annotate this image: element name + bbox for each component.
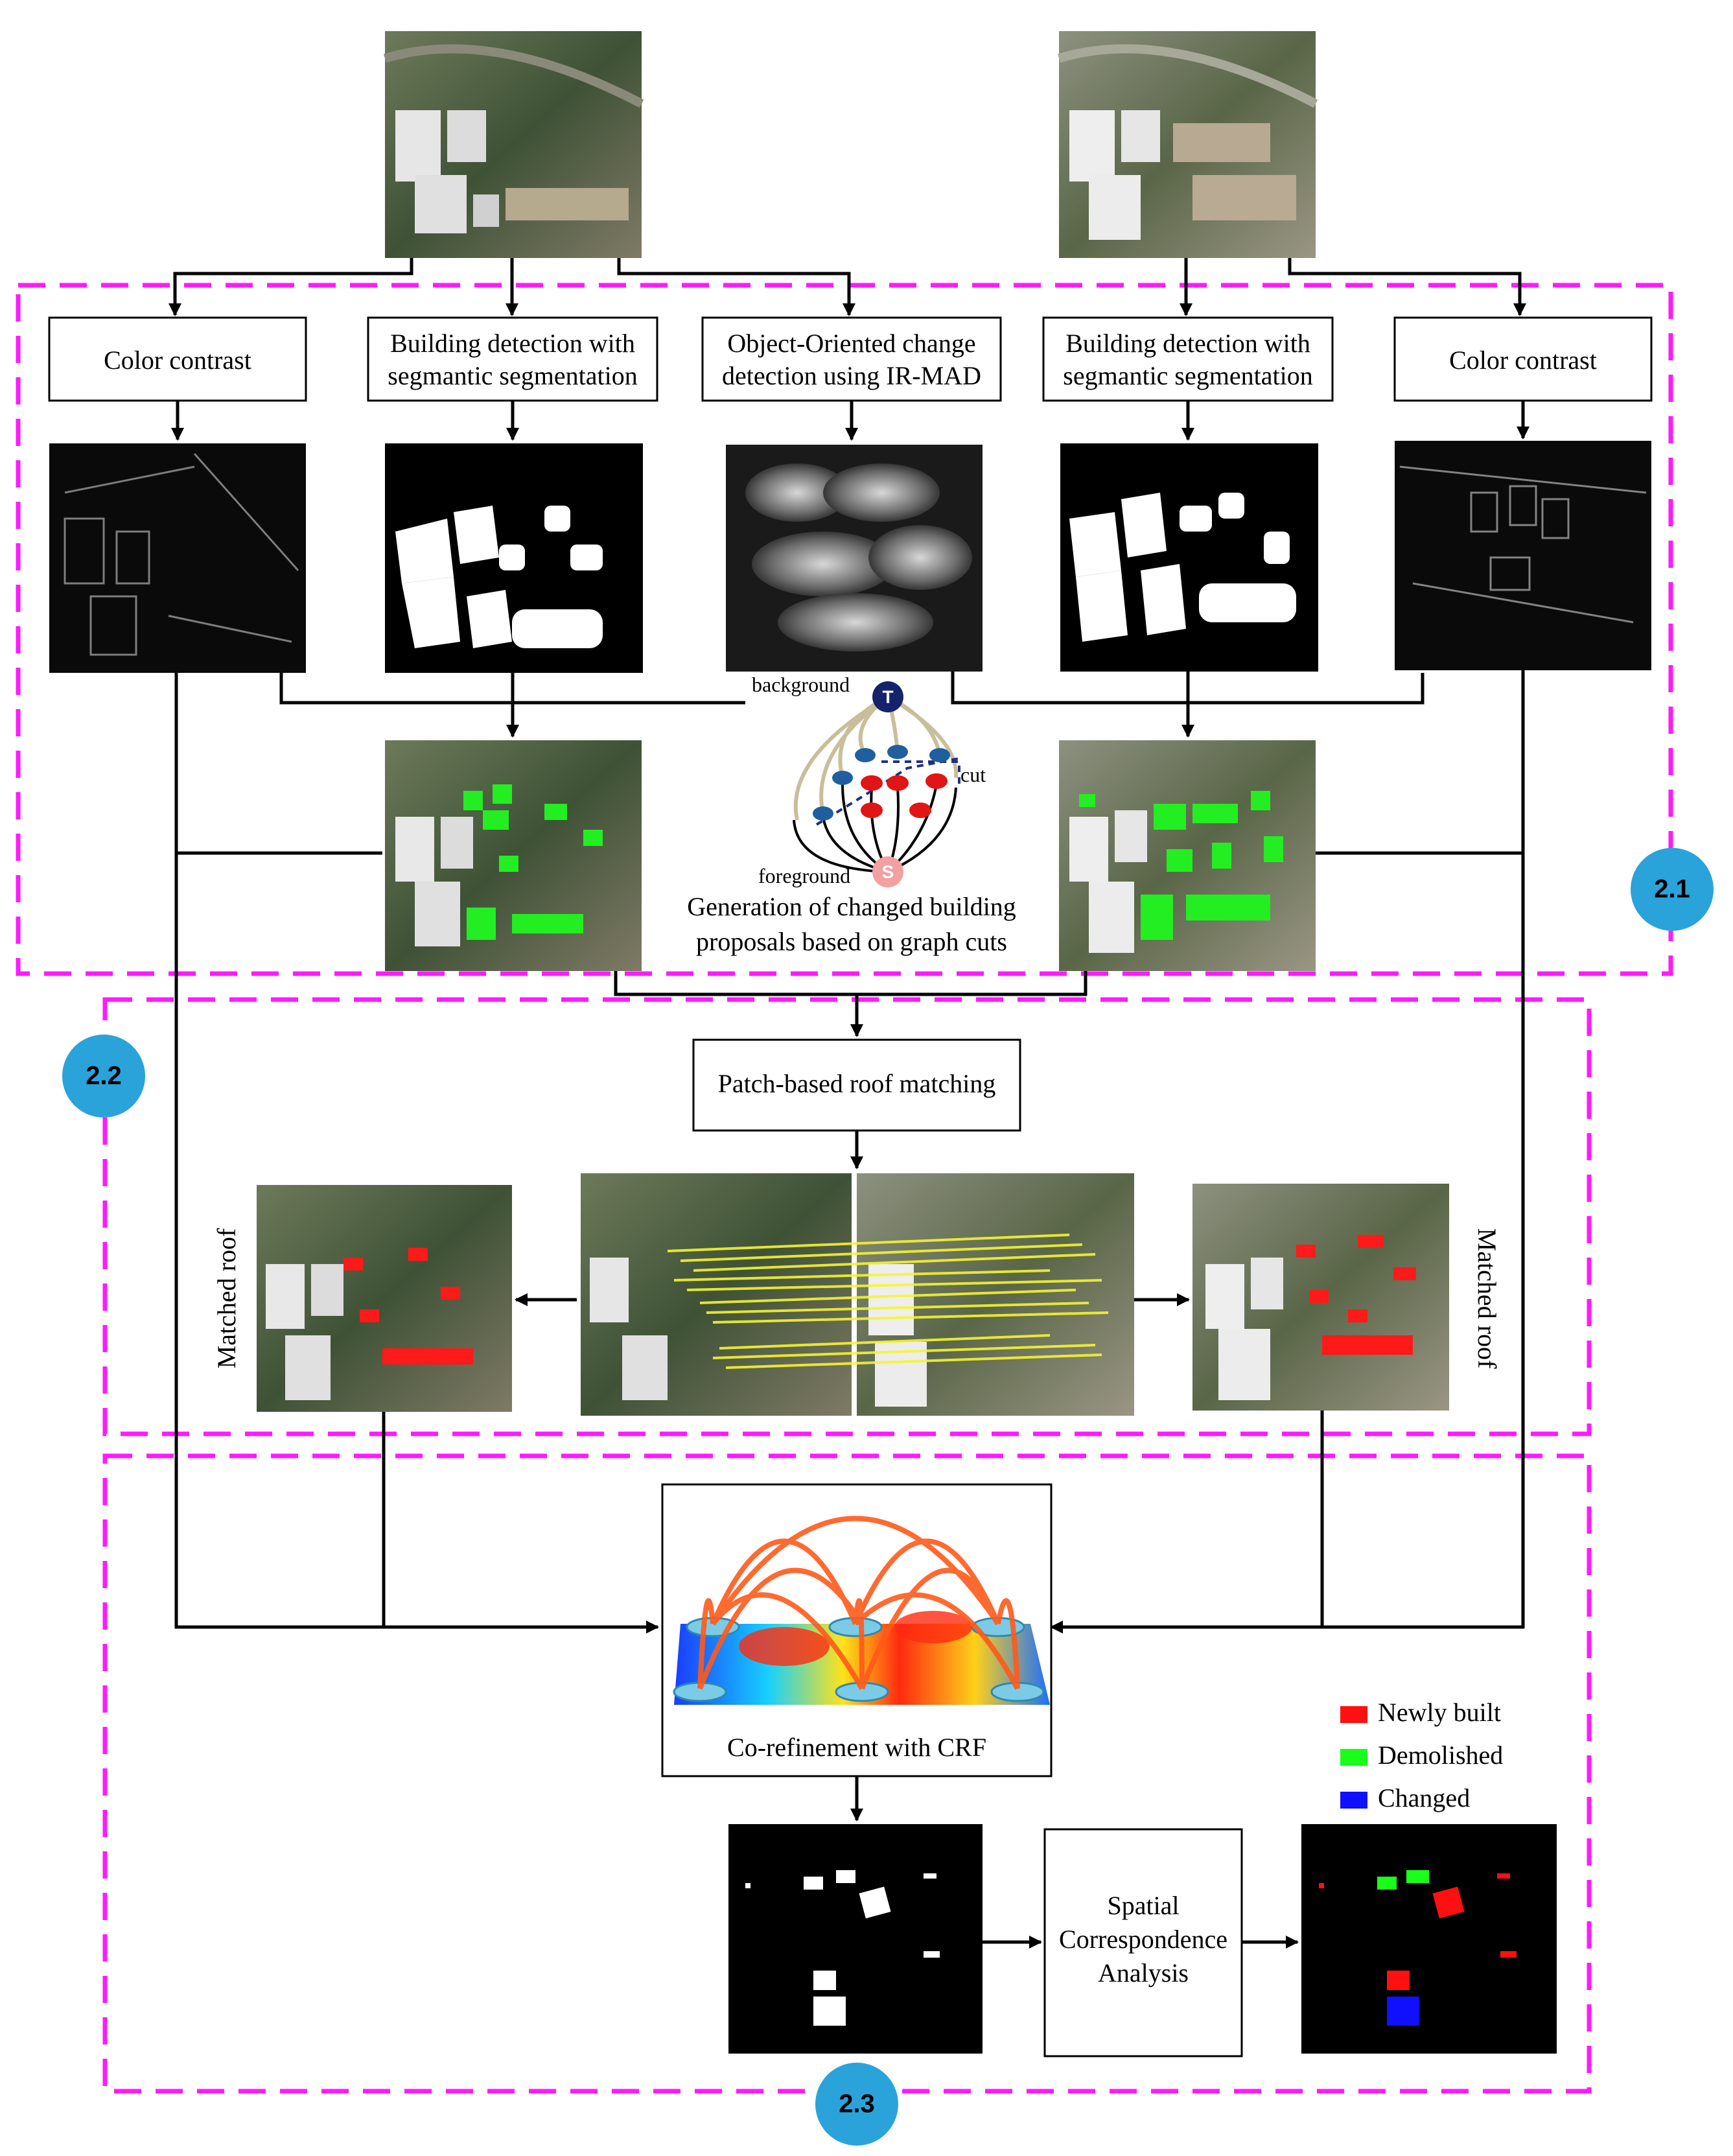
building-detection-left-line1: Building detection with (390, 329, 635, 358)
legend-newly-built: Newly built (1378, 1698, 1501, 1727)
graph-cut-t-node (872, 681, 903, 712)
graph-cut-caption-line1: Generation of changed building (687, 892, 1016, 921)
box-spatial-correspondence: Spatial Correspondence Analysis (1043, 1828, 1243, 2057)
binary-change-map (728, 1824, 983, 2054)
graph-cut-t-label: T (882, 686, 893, 707)
building-detection-right-line1: Building detection with (1065, 329, 1310, 358)
color-contrast-right-label: Color contrast (1449, 346, 1597, 375)
section-2-2-frame (102, 997, 1592, 1436)
matched-roof-image-left (257, 1185, 512, 1412)
ooc-detection-line1: Object-Oriented change (727, 329, 975, 358)
legend-swatch-newly-built (1340, 1706, 1367, 1723)
color-contrast-image-right (1395, 441, 1651, 670)
patch-roof-matching-label: Patch-based roof matching (718, 1069, 996, 1098)
building-detection-left-line2: segmantic segmentation (388, 361, 637, 390)
box-color-contrast-left: Color contrast (48, 316, 307, 402)
graph-cut-background-label: background (752, 673, 850, 696)
graph-cut-s-node (872, 856, 903, 887)
legend-swatch-demolished (1340, 1749, 1367, 1766)
section-2-2-badge: 2.2 (62, 1035, 145, 1118)
box-building-detection-right: Building detection with segmantic segmen… (1042, 316, 1334, 402)
long-connectors (174, 670, 1525, 1634)
legend-swatch-changed (1340, 1792, 1367, 1809)
building-mask-right (1060, 443, 1318, 672)
classified-change-map (1301, 1824, 1557, 2054)
box-building-detection-left: Building detection with segmantic segmen… (367, 316, 658, 402)
ooc-detection-line2: detection using IR-MAD (722, 361, 981, 390)
proposal-image-right (1059, 740, 1316, 971)
input-image-t2 (1057, 31, 1318, 258)
color-contrast-image-left (49, 443, 306, 673)
graph-cut-s-label: S (882, 861, 894, 882)
proposal-image-left (385, 740, 642, 971)
section-2-1-badge-label: 2.1 (1654, 875, 1690, 904)
roof-matching-pair-image (581, 1173, 1134, 1416)
building-detection-right-line2: segmantic segmentation (1063, 361, 1312, 390)
section-2-3-badge-label: 2.3 (839, 2090, 875, 2118)
input-connectors (169, 258, 1526, 316)
graph-cut-connectors (279, 672, 1425, 738)
spatial-line2: Correspondence (1059, 1925, 1227, 1954)
graph-cut-foreground-label: foreground (758, 864, 850, 887)
graph-cut-cut-label: cut (960, 763, 986, 786)
legend-demolished: Demolished (1378, 1740, 1503, 1770)
spatial-line3: Analysis (1098, 1958, 1189, 1987)
graph-cut-illustration: T S background cut foreground Generation… (687, 673, 1016, 956)
legend: Newly built Demolished Changed (1340, 1698, 1503, 1812)
matched-roof-image-right (1192, 1184, 1449, 1411)
graph-cut-caption-line2: proposals based on graph cuts (696, 927, 1007, 956)
crf-label: Co-refinement with CRF (727, 1733, 986, 1762)
spatial-line1: Spatial (1107, 1891, 1179, 1920)
section-2-1-frame (16, 283, 1673, 976)
legend-changed: Changed (1378, 1783, 1470, 1812)
matched-roof-right-label: Matched roof (1472, 1228, 1502, 1369)
ir-mad-change-image (726, 445, 983, 672)
box-object-oriented-change-detection: Object-Oriented change detection using I… (701, 316, 1002, 402)
section-2-3-frame (102, 1453, 1592, 2094)
section-2-3-badge: 2.3 (815, 2063, 898, 2146)
box-color-contrast-right: Color contrast (1393, 316, 1653, 402)
color-contrast-left-label: Color contrast (104, 346, 251, 375)
section-2-2-badge-label: 2.2 (86, 1062, 122, 1090)
box-patch-roof-matching: Patch-based roof matching (692, 1038, 1021, 1132)
input-image-t1 (383, 31, 644, 258)
section-2-1-badge: 2.1 (1631, 848, 1714, 931)
crf-box: Co-refinement with CRF (661, 1483, 1053, 1777)
matched-roof-left-label: Matched roof (212, 1228, 241, 1368)
building-mask-left (385, 443, 643, 673)
box-to-image-arrows (171, 401, 1529, 441)
matched-roof-to-crf-connectors (382, 1411, 1324, 1627)
